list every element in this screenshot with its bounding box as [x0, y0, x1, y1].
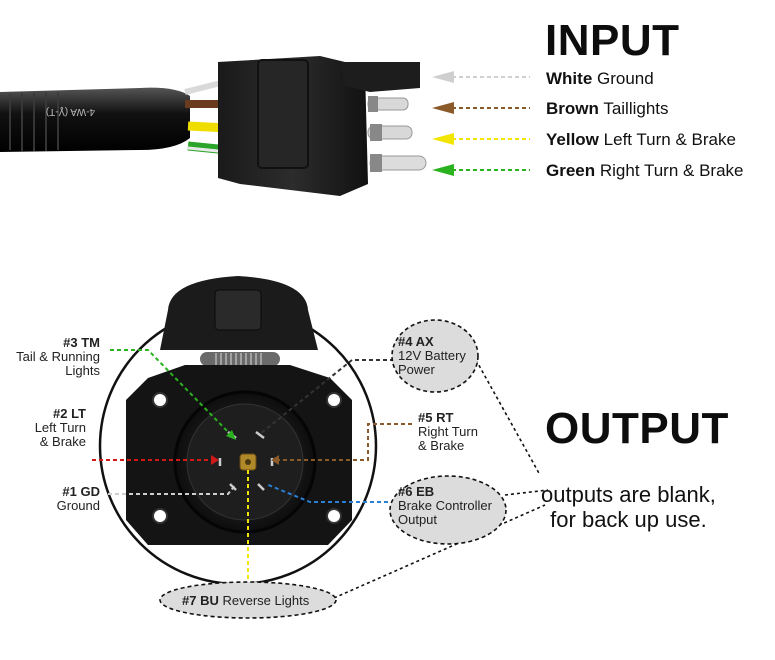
backup-note: outputs are blank, for back up use. — [541, 482, 716, 532]
pin-4-desc-1: 12V Battery — [398, 348, 466, 363]
pin-5-desc-1: Right Turn — [418, 424, 478, 439]
backup-note-line-2: for back up use. — [550, 507, 707, 532]
yellow-wire-name: Yellow — [546, 130, 599, 149]
pin-4-leader — [259, 359, 394, 435]
pin-1-label: #1 GD Ground — [57, 485, 100, 513]
pin-1-code: #1 GD — [62, 484, 100, 499]
backup-leader-lines — [333, 359, 549, 599]
pin-4-code: #4 AX — [398, 334, 434, 349]
plug-marking: 4-WA (Ɣ-T) — [46, 106, 95, 117]
green-wire-name: Green — [546, 161, 596, 180]
white-wire-label: White Ground — [546, 69, 654, 89]
white-wire-name: White — [546, 69, 593, 88]
four-way-plug-image: 4-WA (Ɣ-T) — [0, 56, 427, 196]
pin-3-label: #3 TM Tail & Running Lights — [16, 336, 100, 378]
pin-3-leader — [110, 349, 233, 437]
pin-6-label: #6 EB Brake Controller Output — [398, 485, 492, 527]
pin-2-code: #2 LT — [53, 406, 86, 421]
pin-1-desc-1: Ground — [56, 498, 100, 513]
backup-note-line-1: outputs are blank, — [541, 482, 716, 507]
input-arrows — [432, 71, 530, 176]
brown-wire-label: Brown Taillights — [546, 99, 669, 119]
seven-way-socket-image — [98, 276, 378, 586]
bubble-pin-4 — [391, 319, 479, 393]
pin-5-desc-2: & Brake — [418, 438, 465, 453]
pin-4-desc-2: Power — [398, 362, 435, 377]
output-title: OUTPUT — [545, 404, 729, 453]
pin-6-code: #6 EB — [398, 484, 435, 499]
brown-wire-name: Brown — [546, 99, 599, 118]
pin-6-desc-1: Brake Controller — [398, 498, 492, 513]
pin-1-leader — [108, 483, 237, 495]
pin-5-label: #5 RT Right Turn & Brake — [418, 411, 478, 453]
green-wire-label: Green Right Turn & Brake — [546, 161, 744, 181]
pin-6-desc-2: Output — [398, 512, 438, 527]
pin-2-label: #2 LT Left Turn & Brake — [35, 407, 86, 449]
pin-3-desc-1: Tail & Running — [16, 349, 100, 364]
pin-7-desc-1: Reverse Lights — [222, 593, 310, 608]
pin-leader-lines — [92, 349, 412, 582]
bubble-pin-6 — [389, 475, 507, 545]
pin-2-desc-1: Left Turn — [34, 420, 86, 435]
pin-7-label: #7 BU Reverse Lights — [182, 594, 309, 608]
bubble-pin-7 — [159, 581, 337, 619]
pin-3-code: #3 TM — [63, 335, 100, 350]
input-title: INPUT — [545, 16, 680, 65]
blank-output-bubbles — [159, 319, 507, 619]
pin-2-desc-2: & Brake — [39, 434, 86, 449]
brown-wire-function: Taillights — [603, 99, 669, 118]
pin-3-desc-2: Lights — [65, 363, 100, 378]
pin-4-label: #4 AX 12V Battery Power — [398, 335, 466, 377]
pin-7-code: #7 BU — [182, 593, 219, 608]
green-wire-function: Right Turn & Brake — [599, 161, 744, 180]
white-wire-function: Ground — [597, 69, 654, 88]
pin-5-leader — [276, 423, 412, 461]
pin-6-leader — [265, 483, 388, 503]
yellow-wire-label: Yellow Left Turn & Brake — [546, 130, 736, 150]
yellow-wire-function: Left Turn & Brake — [603, 130, 736, 149]
pin-5-code: #5 RT — [418, 410, 454, 425]
